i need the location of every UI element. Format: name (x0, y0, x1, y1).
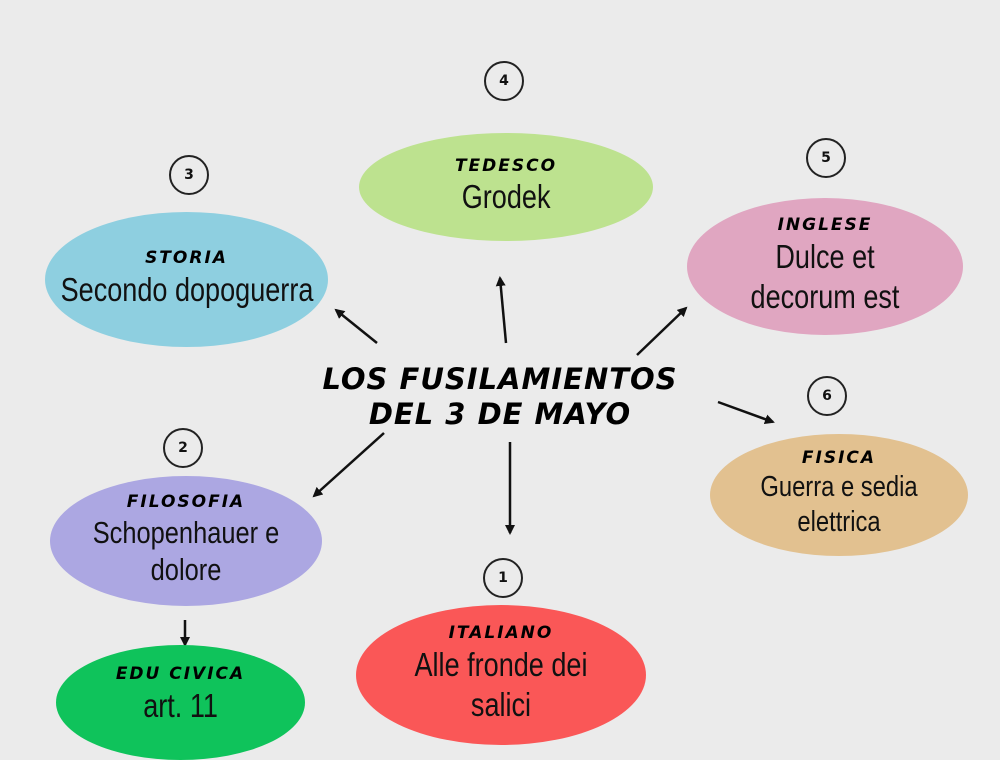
topic-italiano: Alle fronde dei salici (414, 646, 588, 724)
subject-label-inglese: INGLESE (777, 214, 873, 235)
node-tedesco: TEDESCO Grodek (359, 133, 653, 241)
node-educivica: EDU CIVICA art. 11 (56, 645, 305, 760)
arrow-to-fisica (717, 400, 775, 424)
arrow-to-tedesco (495, 276, 508, 344)
topic-educivica: art. 11 (143, 686, 218, 724)
node-filosofia: FILOSOFIA Schopenhauer e dolore (50, 476, 322, 606)
node-inglese: INGLESE Dulce et decorum est (687, 198, 963, 335)
central-title: LOS FUSILAMIENTOS DEL 3 DE MAYO (322, 362, 678, 431)
number-badge-storia: 3 (169, 155, 209, 195)
topic-storia: Secondo dopoguerra (60, 270, 313, 308)
subject-label-storia: STORIA (145, 248, 228, 269)
subject-label-filosofia: FILOSOFIA (126, 491, 246, 512)
node-storia: STORIA Secondo dopoguerra (45, 212, 328, 347)
arrow-to-filosofia (312, 432, 385, 498)
node-italiano: ITALIANO Alle fronde dei salici (356, 605, 646, 745)
subject-label-educivica: EDU CIVICA (115, 664, 246, 685)
node-fisica: FISICA Guerra e sedia elettrica (710, 434, 968, 556)
topic-inglese: Dulce et decorum est (750, 237, 900, 315)
subject-label-tedesco: TEDESCO (454, 155, 558, 176)
number-badge-filosofia: 2 (163, 428, 203, 468)
subject-label-italiano: ITALIANO (448, 623, 554, 644)
topic-filosofia: Schopenhauer e dolore (92, 514, 280, 588)
number-badge-fisica: 6 (807, 376, 847, 416)
arrow-to-storia (334, 308, 378, 344)
number-badge-tedesco: 4 (484, 61, 524, 101)
number-badge-italiano: 1 (483, 558, 523, 598)
subject-label-fisica: FISICA (801, 448, 877, 469)
topic-fisica: Guerra e sedia elettrica (760, 470, 918, 539)
arrow-to-inglese (636, 306, 688, 356)
topic-tedesco: Grodek (461, 178, 551, 216)
number-badge-inglese: 5 (806, 138, 846, 178)
